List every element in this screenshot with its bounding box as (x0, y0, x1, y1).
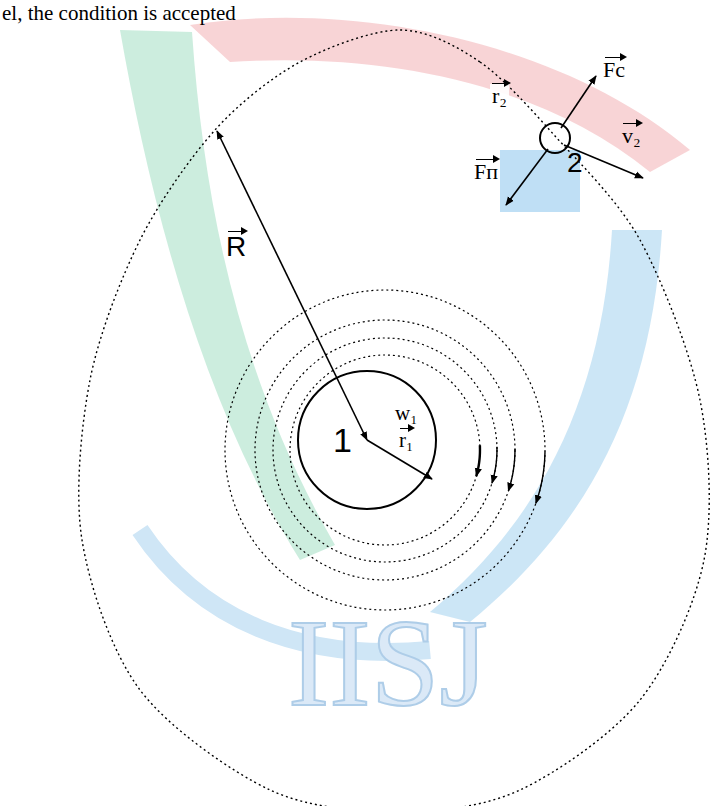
watermark (120, 18, 690, 652)
radius-arrow (217, 131, 367, 440)
rotation-arrow (492, 447, 497, 483)
rotation-arrow (476, 445, 480, 476)
body-number: 1 (333, 422, 352, 459)
radius-vector: r₁ (399, 429, 413, 452)
rotation-arrow (536, 452, 545, 504)
field-ring (290, 355, 480, 545)
central-body: 1 w₁ r₁ (297, 370, 437, 510)
field-ring (255, 320, 515, 580)
velocity-label: v₂ (622, 124, 641, 148)
rotation-arrow (508, 449, 515, 491)
normal-force-arrow (506, 149, 548, 205)
body-number: 2 (567, 148, 583, 179)
caption-fragment: el, the condition is accepted (2, 2, 236, 25)
field-ring (225, 290, 545, 610)
centrifugal-arrow (561, 76, 596, 128)
orbiting-body: 2 (539, 122, 571, 154)
force-label: Fп (474, 160, 498, 184)
field-ring (273, 338, 497, 562)
orbits (79, 30, 709, 806)
radius-vector-label: r₂ (490, 84, 509, 108)
vectors (217, 76, 643, 479)
orbit-path (79, 30, 709, 806)
velocity-arrow (564, 145, 643, 178)
angular-velocity: w₁ (395, 402, 418, 425)
watermark-text: IISJ (288, 596, 488, 732)
watermark-red (190, 18, 690, 172)
radius-label: R (226, 232, 246, 263)
force-label: Fc (603, 58, 625, 82)
watermark-blue (430, 230, 662, 622)
